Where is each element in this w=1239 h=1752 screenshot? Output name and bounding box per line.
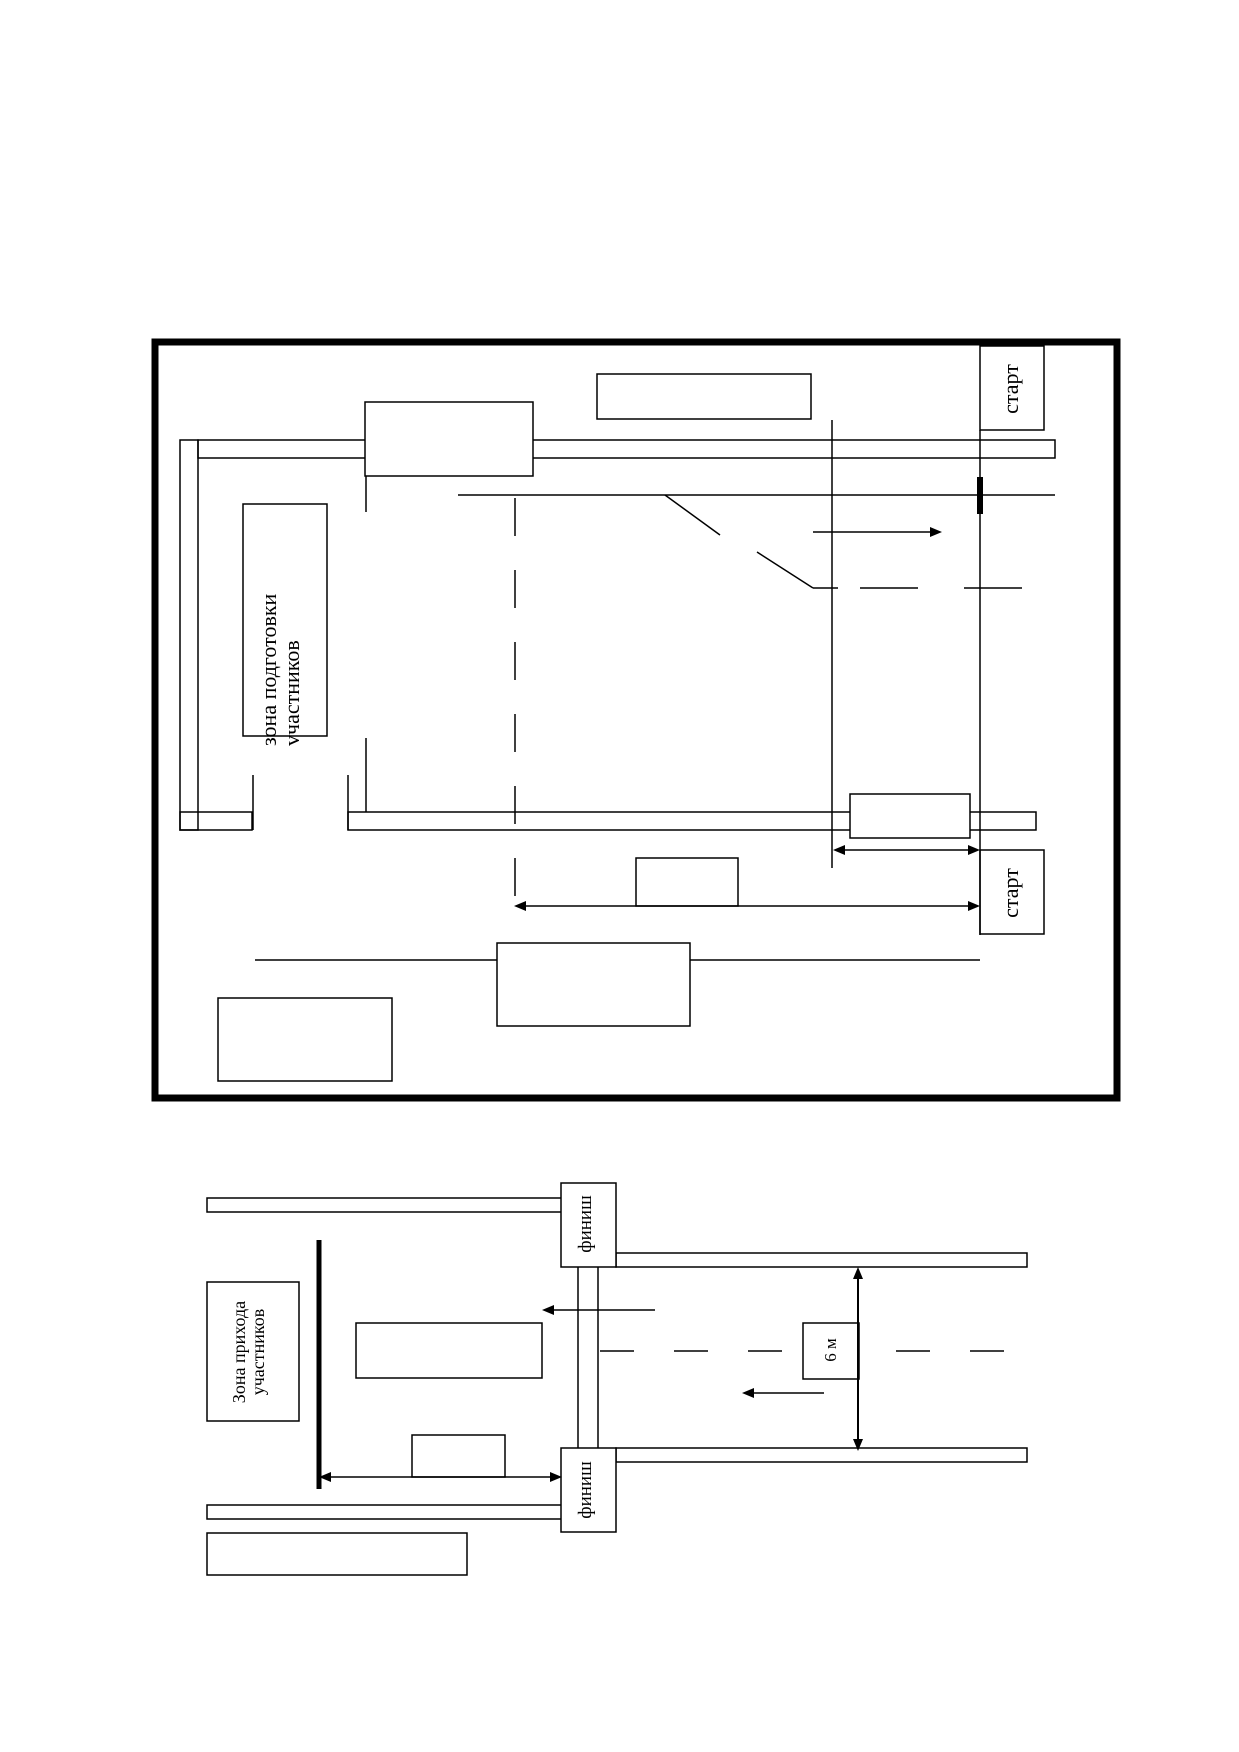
arrowhead-lower-left — [742, 1388, 754, 1398]
prep-zone-label-line-2: vчастников — [279, 640, 305, 746]
finish-structure-box-bottom-left — [206, 1532, 468, 1576]
finish-box-top — [560, 1182, 617, 1268]
diagonal-divider-2 — [756, 551, 814, 589]
side-barrier-left — [179, 439, 199, 831]
prep-zone-box — [242, 503, 328, 737]
finish-gate-connector — [577, 1265, 599, 1450]
finish-barrier-left-bottom — [206, 1504, 563, 1520]
arrowhead-long-left — [514, 901, 526, 911]
structure-box-lower-center — [496, 942, 691, 1027]
arrowhead-short-right — [968, 845, 980, 855]
finish-lane-barrier-top — [615, 1252, 1028, 1268]
structure-box-top-right — [596, 373, 812, 420]
start-label-bottom: старт — [998, 868, 1023, 918]
start-area-frame — [151, 338, 1121, 1102]
arrowhead-6m-top — [853, 1267, 863, 1279]
finish-structure-box-mid — [355, 1322, 543, 1379]
arrowhead-long-right — [968, 901, 980, 911]
prep-zone-label: зона подготовки vчастников — [256, 514, 313, 746]
side-barrier-bottom-short — [179, 811, 253, 831]
arrowhead-short-left — [833, 845, 845, 855]
finish-box-bottom — [560, 1447, 617, 1533]
start-box-top — [979, 345, 1045, 431]
arrival-zone-label: Зона прихода участников — [229, 1282, 276, 1422]
arrival-zone-label-line-2: участников — [247, 1308, 268, 1396]
diagonal-divider-1 — [664, 494, 721, 536]
prep-zone-label-line-1: зона подготовки — [256, 593, 281, 746]
arrowhead-top-right — [930, 527, 942, 537]
arrowhead-finish-left — [319, 1472, 331, 1482]
lane-barrier-top — [197, 439, 1056, 459]
arrival-zone-box — [206, 1281, 300, 1422]
start-label-top: старт — [998, 364, 1023, 414]
arrowhead-upper-left — [542, 1305, 554, 1315]
structure-box-bottom-left — [217, 997, 393, 1082]
arrowhead-6m-bottom — [853, 1439, 863, 1451]
structure-box-right — [849, 793, 971, 839]
finish-structure-box-small — [411, 1434, 506, 1478]
finish-label-bottom: финиш — [575, 1461, 596, 1519]
structure-box-lower — [635, 857, 739, 907]
arrowhead-finish-right — [550, 1472, 562, 1482]
structure-box-top — [364, 401, 534, 477]
distance-label: 6 м — [821, 1338, 840, 1362]
finish-lane-barrier-bottom — [615, 1447, 1028, 1463]
arrival-zone-label-line-1: Зона прихода — [229, 1300, 249, 1404]
start-box-bottom — [979, 849, 1045, 935]
finish-barrier-left-top — [206, 1197, 563, 1213]
finish-label-top: финиш — [575, 1195, 596, 1253]
